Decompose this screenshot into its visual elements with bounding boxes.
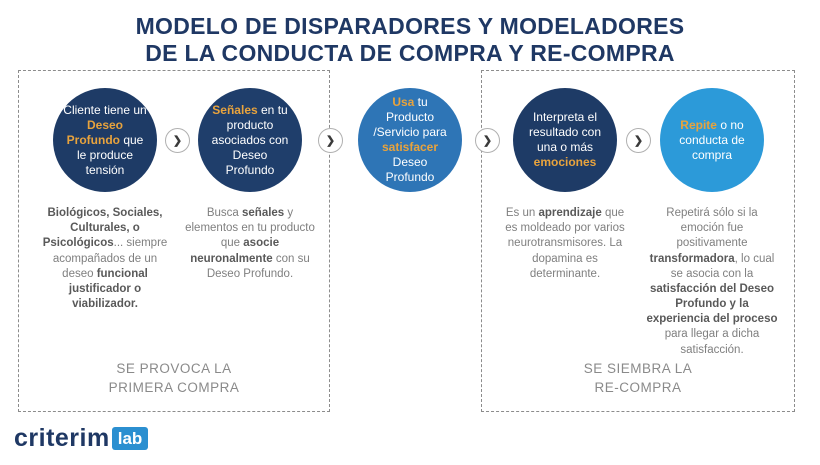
text-segment: Es un	[505, 207, 539, 219]
group-box-first-purchase	[18, 70, 330, 412]
stage-circle-text: Usa tu Producto /Servicio para satisface…	[367, 95, 453, 185]
text-segment-highlight: Señales	[212, 102, 258, 117]
chevron-right-icon: ❯	[172, 135, 183, 147]
text-segment-bold: Biológicos, Sociales, Culturales, o Psic…	[42, 207, 163, 250]
caption-recompra: SE SIEMBRA LA RE-COMPRA	[481, 360, 795, 398]
text-segment: Deseo Profundo	[385, 155, 435, 184]
stage-circle-text: Interpreta el resultado con una o más em…	[522, 110, 608, 170]
text-segment-highlight: satisfacer	[381, 140, 439, 154]
text-segment: Repetirá sólo si la emoción fue positiva…	[666, 207, 758, 250]
stage-description-1: Biológicos, Sociales, Culturales, o Psic…	[39, 206, 171, 312]
stage-description-4: Es un aprendizaje que es moldeado por va…	[499, 206, 631, 282]
text-segment-bold: satisfacción del Deseo Profundo y la exp…	[646, 282, 778, 326]
brand-logo: criterim lab	[14, 424, 149, 452]
text-segment: para llegar a dicha satisfacción.	[664, 328, 760, 356]
caption-line: RE-COMPRA	[594, 379, 682, 395]
logo-lab-badge: lab	[111, 427, 149, 450]
text-segment-highlight: emociones	[533, 155, 597, 169]
stage-circle-usa-producto: Usa tu Producto /Servicio para satisface…	[358, 88, 462, 192]
stage-circle-repite: Repite o no conducta de compra	[660, 88, 764, 192]
stage-circle-senales: Señales en tu producto asociados con Des…	[198, 88, 302, 192]
text-segment: Cliente tiene un	[63, 102, 147, 117]
stage-circle-deseo-profundo: Cliente tiene un Deseo Profundo que le p…	[53, 88, 157, 192]
caption-line: PRIMERA COMPRA	[108, 379, 240, 395]
text-segment: tu Producto /Servicio para	[373, 95, 447, 139]
text-segment: que es moldeado por varios neurotransmis…	[505, 207, 625, 280]
stage-circle-text: Señales en tu producto asociados con Des…	[207, 103, 293, 178]
text-segment: y elementos en tu producto que	[185, 207, 315, 250]
text-segment-highlight: Usa	[392, 95, 415, 109]
connector-2: ❯	[318, 128, 343, 153]
caption-line: SE SIEMBRA LA	[583, 361, 693, 376]
logo-wordmark: criterim	[14, 424, 110, 452]
page-title-line-2: DE LA CONDUCTA DE COMPRA Y RE-COMPRA	[145, 40, 675, 67]
chevron-right-icon: ❯	[633, 135, 644, 147]
group-box-repurchase	[481, 70, 795, 412]
text-segment: Busca	[206, 207, 242, 219]
text-segment: que le produce tensión	[76, 132, 144, 177]
text-segment: o no conducta de compra	[679, 117, 745, 162]
text-segment-highlight: Repite	[680, 117, 717, 132]
page-title-line-1: MODELO DE DISPARADORES Y MODELADORES	[135, 13, 685, 39]
connector-1: ❯	[165, 128, 190, 153]
text-segment: ... siempre acompañados de un deseo	[52, 237, 168, 280]
stage-description-5: Repetirá sólo si la emoción fue positiva…	[646, 206, 778, 358]
text-segment-highlight: Deseo Profundo	[66, 117, 124, 147]
page-title: MODELO DE DISPARADORES Y MODELADORES DE …	[0, 13, 820, 67]
chevron-right-icon: ❯	[325, 135, 336, 147]
text-segment: con su Deseo Profundo.	[206, 252, 310, 280]
text-segment: Interpreta el resultado con una o más	[528, 110, 602, 154]
text-segment: , lo cual se asocia con la	[670, 252, 775, 280]
text-segment: en tu producto asociados con Deseo Profu…	[211, 102, 289, 177]
stage-circle-emociones: Interpreta el resultado con una o más em…	[513, 88, 617, 192]
text-segment-bold: señales	[242, 207, 285, 219]
text-segment-bold: aprendizaje	[538, 207, 602, 219]
stage-circle-text: Cliente tiene un Deseo Profundo que le p…	[62, 103, 148, 178]
chevron-right-icon: ❯	[482, 135, 493, 147]
caption-line: SE PROVOCA LA	[116, 361, 232, 376]
text-segment-bold: funcional justificador o viabilizador.	[68, 267, 148, 311]
caption-primera-compra: SE PROVOCA LA PRIMERA COMPRA	[18, 360, 330, 398]
stage-circle-text: Repite o no conducta de compra	[669, 118, 755, 163]
stage-description-2: Busca señales y elementos en tu producto…	[184, 206, 316, 282]
connector-3: ❯	[475, 128, 500, 153]
text-segment-bold: transformadora	[649, 252, 735, 265]
connector-4: ❯	[626, 128, 651, 153]
text-segment-bold: asocie neuronalmente	[190, 237, 280, 265]
